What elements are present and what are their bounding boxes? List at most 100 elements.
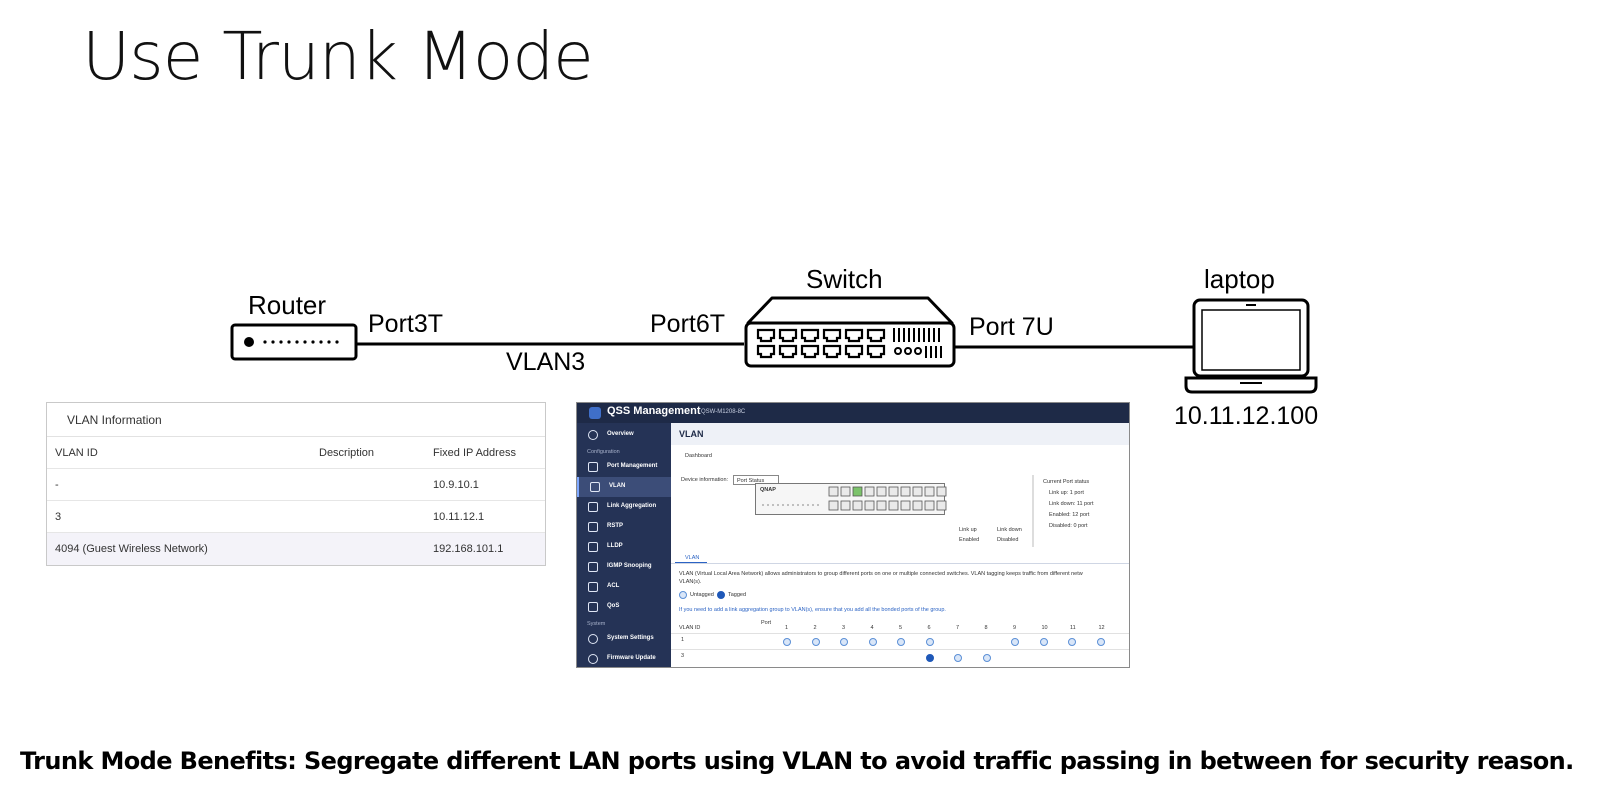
untagged-port-toggle[interactable]: [982, 654, 991, 662]
untagged-port-toggle[interactable]: [1068, 638, 1076, 646]
cell-vlan-id: 4094 (Guest Wireless Network): [55, 543, 208, 555]
sidebar-item-vlan[interactable]: VLAN: [577, 477, 671, 497]
port-number-10: 10: [1041, 625, 1048, 631]
sidebar-item-port-management[interactable]: Port Management: [577, 457, 671, 477]
untagged-port-toggle[interactable]: [868, 638, 877, 646]
table-row[interactable]: 3 10.11.12.1: [47, 501, 545, 533]
port-icon: [588, 462, 598, 472]
legend-link-down: Link down: [997, 527, 1022, 533]
firmware-icon: [588, 654, 598, 664]
qss-model: QSW-M1208-8C: [701, 409, 746, 415]
table-row[interactable]: 4094 (Guest Wireless Network) 192.168.10…: [47, 533, 545, 565]
untagged-label: Untagged: [690, 592, 714, 598]
sidebar-item-label: Firmware Update: [607, 655, 656, 661]
vlan-description-2: VLAN(s).: [679, 579, 702, 585]
sidebar-item-link-aggregation[interactable]: Link Aggregation: [577, 497, 671, 517]
untagged-port-toggle[interactable]: [1096, 638, 1105, 646]
untagged-port-toggle[interactable]: [783, 638, 791, 646]
untagged-port-toggle[interactable]: [1039, 638, 1048, 646]
port-number-5: 5: [899, 625, 903, 631]
qss-main: VLAN Dashboard Device information: Port …: [671, 423, 1129, 667]
sidebar-item-firmware-update[interactable]: Firmware Update: [577, 649, 671, 667]
sidebar-section-system: System: [587, 621, 606, 627]
device-ports-svg: [762, 475, 1034, 547]
vlan-info-title: VLAN Information: [47, 403, 545, 437]
router-icon: [230, 323, 358, 361]
laptop-ip-label: 10.11.12.100: [1174, 402, 1319, 430]
dashboard-toggle[interactable]: Dashboard: [685, 453, 712, 459]
cell-ip: 10.9.10.1: [433, 479, 479, 491]
port-number-12: 12: [1098, 625, 1105, 631]
device-info-select-value: Port Status: [737, 478, 765, 484]
vlan-row-3-id: 3: [681, 653, 685, 659]
laptop-label: laptop: [1204, 264, 1275, 294]
sidebar-item-label: System Settings: [607, 635, 654, 641]
gear-icon: [588, 634, 598, 644]
port-status-disabled: Disabled: 0 port: [1049, 523, 1088, 529]
acl-icon: [588, 582, 598, 592]
igmp-icon: [588, 562, 598, 572]
qss-topbar: QSS Management QSW-M1208-8C: [577, 403, 1129, 423]
port-number-3: 3: [842, 625, 846, 631]
port-column-header: Port: [761, 620, 772, 626]
port-number-8: 8: [984, 625, 988, 631]
qss-management-panel: QSS Management QSW-M1208-8C Overview Con…: [576, 402, 1130, 668]
switch-icon: [744, 296, 956, 368]
tagged-port-toggle[interactable]: [925, 654, 934, 662]
sidebar-item-acl[interactable]: ACL: [577, 577, 671, 597]
sidebar-section-config: Configuration: [587, 449, 620, 455]
sidebar-item-label: VLAN: [609, 483, 626, 489]
device-info-label: Device information:: [681, 477, 729, 483]
tab-vlan-label: VLAN: [685, 555, 700, 561]
table-row[interactable]: - 10.9.10.1: [47, 469, 545, 501]
cell-vlan-id: 3: [55, 511, 62, 523]
qss-sidebar: Overview Configuration Port Management V…: [577, 423, 671, 667]
vlan-information-table: VLAN Information VLAN ID Description Fix…: [46, 402, 546, 566]
sidebar-item-overview[interactable]: Overview: [577, 425, 671, 445]
link-aggregation-icon: [588, 502, 598, 512]
sidebar-item-label: Port Management: [607, 463, 658, 469]
qnap-logo: QNAP: [760, 487, 776, 493]
port-number-9: 9: [1013, 625, 1017, 631]
port-number-1: 1: [785, 625, 789, 631]
vlan-row-1-id: 1: [681, 637, 685, 643]
switch-right-port-label: Port 7U: [969, 313, 1054, 341]
untagged-port-toggle[interactable]: [954, 654, 962, 662]
untagged-port-toggle[interactable]: [811, 638, 820, 646]
aggregation-note: If you need to add a link aggregation gr…: [679, 607, 946, 613]
port-number-11: 11: [1070, 625, 1076, 631]
legend-disabled: Disabled: [997, 537, 1019, 543]
untagged-port-toggle[interactable]: [925, 638, 934, 646]
tagged-legend-icon: [717, 591, 725, 599]
untagged-port-toggle[interactable]: [840, 638, 848, 646]
sidebar-item-lldp[interactable]: LLDP: [577, 537, 671, 557]
vlan-description: VLAN (Virtual Local Area Network) allows…: [679, 571, 1083, 577]
col-fixed-ip: Fixed IP Address: [433, 447, 516, 459]
sidebar-item-rstp[interactable]: RSTP: [577, 517, 671, 537]
port-number-4: 4: [870, 625, 874, 631]
col-description: Description: [319, 447, 375, 459]
cell-vlan-id: -: [55, 479, 59, 491]
overview-icon: [588, 430, 598, 440]
vlan-id-column-header: VLAN ID: [679, 625, 701, 631]
untagged-port-toggle[interactable]: [1011, 638, 1019, 646]
sidebar-item-label: RSTP: [607, 523, 624, 529]
lldp-icon: [588, 542, 598, 552]
sidebar-item-label: IGMP Snooping: [607, 563, 652, 569]
port-status-enabled: Enabled: 12 port: [1049, 512, 1090, 518]
sidebar-item-qos[interactable]: QoS: [577, 597, 671, 617]
table-header-row: VLAN ID Description Fixed IP Address: [47, 437, 545, 469]
port-status-link-up: Link up: 1 port: [1049, 490, 1084, 496]
vlan-icon: [590, 482, 600, 492]
vlan-grid-divider: [671, 633, 1129, 634]
qss-app-name: QSS Management: [607, 405, 701, 417]
untagged-port-toggle[interactable]: [897, 638, 905, 646]
legend-link-up: Link up: [959, 527, 977, 533]
qos-icon: [588, 602, 598, 612]
port-status-link-down: Link down: 11 port: [1049, 501, 1094, 507]
sidebar-item-igmp-snooping[interactable]: IGMP Snooping: [577, 557, 671, 577]
sidebar-item-system-settings[interactable]: System Settings: [577, 629, 671, 649]
untagged-legend-icon: [679, 591, 687, 599]
